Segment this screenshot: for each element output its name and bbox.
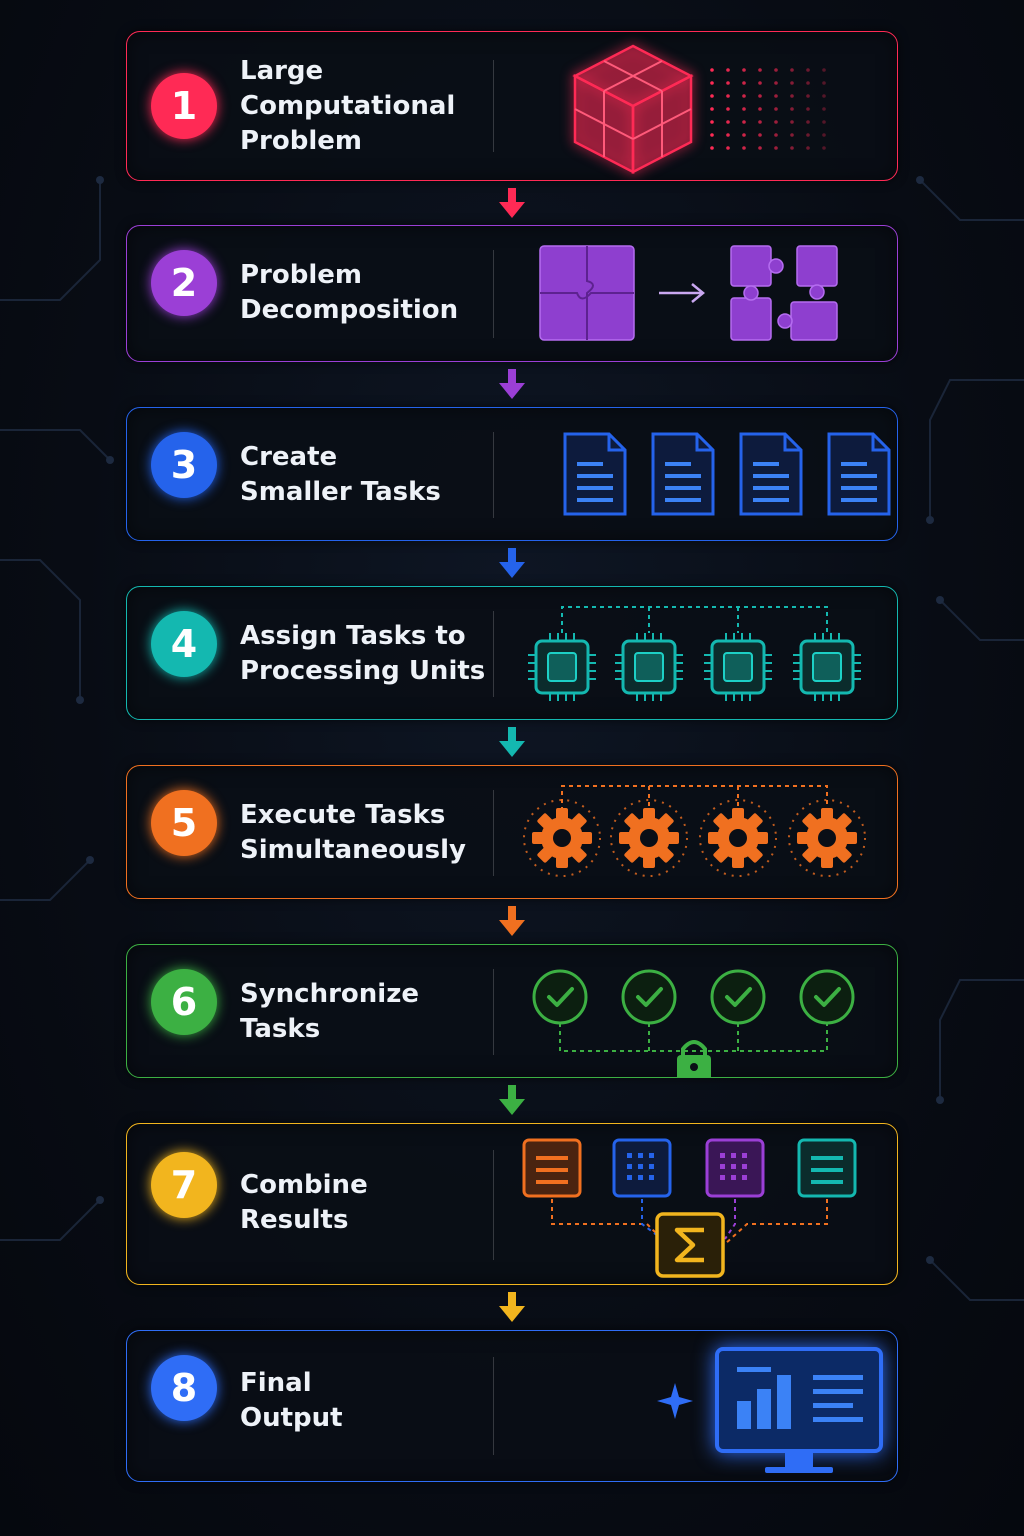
divider	[493, 969, 494, 1055]
divider	[493, 790, 494, 876]
step-7-card: 7 Combine Results	[126, 1123, 898, 1285]
flow-arrow	[499, 906, 525, 936]
step-title: Problem Decomposition	[240, 260, 459, 325]
step-8-card: 8 Final Output	[126, 1330, 898, 1482]
document-icon	[563, 432, 891, 516]
step-6-card: 6 Synchronize Tasks	[126, 944, 898, 1078]
flow-arrow	[499, 1085, 525, 1115]
step-number-badge: 8	[151, 1355, 217, 1421]
divider	[493, 1150, 494, 1260]
check-icon	[621, 969, 677, 1025]
check-lock-icon	[532, 969, 855, 1077]
gear-icon	[523, 785, 866, 877]
lock-icon	[677, 1040, 711, 1077]
check-icon	[799, 969, 855, 1025]
step-1-card: 1 Large Computational Problem	[126, 31, 898, 181]
check-icon	[710, 969, 766, 1025]
step-title: Combine Results	[240, 1170, 368, 1235]
divider	[493, 432, 494, 518]
flow-arrow	[499, 1292, 525, 1322]
gear-icon	[708, 808, 768, 868]
flow-arrow	[499, 369, 525, 399]
step-4-card: 4 Assign Tasks to Processing Units	[126, 586, 898, 720]
step-title: Large Computational Problem	[240, 56, 456, 156]
step-3-card: 3 Create Smaller Tasks	[126, 407, 898, 541]
step-number-badge: 6	[151, 969, 217, 1035]
monitor-chart-icon	[657, 1347, 883, 1473]
step-title: Assign Tasks to Processing Units	[240, 621, 486, 686]
step-5-card: 5 Execute Tasks Simultaneously	[126, 765, 898, 899]
step-2-card: 2 Problem Decomposition	[126, 225, 898, 362]
step-title: Synchronize Tasks	[240, 979, 419, 1044]
divider	[493, 1357, 494, 1455]
divider	[493, 60, 494, 152]
flow-arrow	[499, 548, 525, 578]
gear-icon	[619, 808, 679, 868]
step-number-badge: 5	[151, 790, 217, 856]
sum-icon	[522, 1138, 857, 1278]
step-number-badge: 2	[151, 250, 217, 316]
flow-arrow	[499, 188, 525, 218]
cube-grid-icon	[572, 44, 826, 175]
step-number-badge: 3	[151, 432, 217, 498]
gear-icon	[797, 808, 857, 868]
gear-icon	[532, 808, 592, 868]
divider	[493, 250, 494, 338]
step-number-badge: 4	[151, 611, 217, 677]
cpu-chip-icon	[528, 606, 861, 701]
step-title: Final Output	[240, 1368, 343, 1433]
check-icon	[532, 969, 588, 1025]
divider	[493, 611, 494, 697]
puzzle-split-icon	[539, 245, 838, 341]
step-number-badge: 7	[151, 1152, 217, 1218]
step-number-badge: 1	[151, 73, 217, 139]
flow-arrow	[499, 727, 525, 757]
step-title: Create Smaller Tasks	[240, 442, 441, 507]
step-title: Execute Tasks Simultaneously	[240, 800, 466, 865]
